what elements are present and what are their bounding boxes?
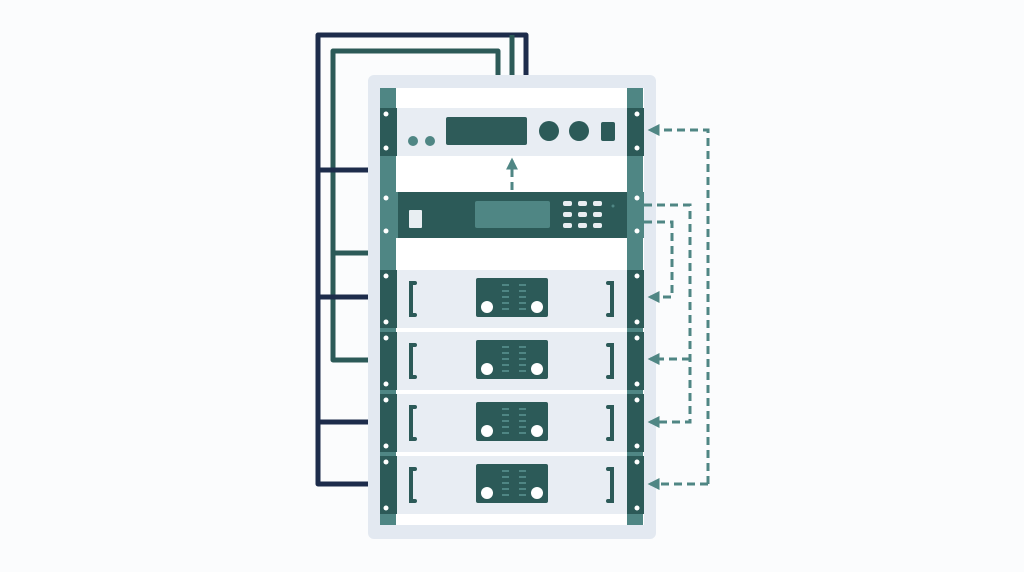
level-meter-segment bbox=[502, 420, 509, 422]
level-meter-segment bbox=[519, 476, 526, 478]
level-meter-segment bbox=[519, 284, 526, 286]
cable-navy-outer bbox=[315, 32, 529, 487]
signal-line-inner bbox=[644, 220, 674, 303]
led-icon bbox=[425, 136, 435, 146]
mount-ear-left bbox=[380, 108, 397, 156]
level-meter-segment bbox=[519, 296, 526, 298]
meter-panel bbox=[476, 278, 548, 317]
level-meter-segment bbox=[519, 488, 526, 490]
level-meter-segment bbox=[502, 426, 509, 428]
meter-panel bbox=[476, 340, 548, 379]
amplifier-stack bbox=[380, 270, 644, 514]
level-meter-segment bbox=[519, 408, 526, 410]
mount-ear-right bbox=[627, 332, 644, 390]
level-meter-segment bbox=[519, 482, 526, 484]
meter-panel bbox=[476, 402, 548, 441]
indicator-square bbox=[409, 210, 422, 228]
handle-right[interactable] bbox=[606, 281, 614, 317]
level-meter-segment bbox=[519, 352, 526, 354]
level-meter-segment bbox=[502, 284, 509, 286]
display-screen bbox=[475, 201, 550, 228]
level-meter-segment bbox=[519, 426, 526, 428]
signal-loop-outer-top bbox=[647, 124, 710, 484]
knob-icon[interactable] bbox=[481, 425, 493, 437]
level-meter-segment bbox=[502, 476, 509, 478]
level-meter-segment bbox=[519, 432, 526, 434]
keypad[interactable] bbox=[563, 201, 602, 228]
knob-icon[interactable] bbox=[531, 363, 543, 375]
knob-icon[interactable] bbox=[531, 301, 543, 313]
knob-icon[interactable] bbox=[481, 363, 493, 375]
level-meter-segment bbox=[502, 302, 509, 304]
amplifier-unit[interactable] bbox=[380, 394, 644, 452]
level-meter-segment bbox=[502, 494, 509, 496]
level-meter-segment bbox=[502, 488, 509, 490]
level-meter-segment bbox=[519, 308, 526, 310]
level-meter-segment bbox=[502, 470, 509, 472]
mount-ear-left bbox=[380, 332, 397, 390]
handle-left[interactable] bbox=[409, 343, 417, 379]
mount-ear-right bbox=[627, 394, 644, 452]
signal-lines bbox=[506, 124, 710, 490]
level-meter-segment bbox=[519, 414, 526, 416]
handle-left[interactable] bbox=[409, 467, 417, 503]
level-meter-segment bbox=[519, 494, 526, 496]
level-meter-segment bbox=[502, 290, 509, 292]
level-meter-segment bbox=[502, 408, 509, 410]
amplifier-unit[interactable] bbox=[380, 456, 644, 514]
level-meter-segment bbox=[519, 346, 526, 348]
level-meter-segment bbox=[502, 364, 509, 366]
knob-icon[interactable] bbox=[481, 301, 493, 313]
knob-icon[interactable] bbox=[569, 121, 589, 141]
level-meter-segment bbox=[519, 302, 526, 304]
level-meter-segment bbox=[502, 346, 509, 348]
cable-teal-inner bbox=[330, 48, 501, 363]
handle-right[interactable] bbox=[606, 343, 614, 379]
level-meter-segment bbox=[519, 370, 526, 372]
meter-panel bbox=[476, 464, 548, 503]
level-meter-segment bbox=[502, 358, 509, 360]
mount-ear-left bbox=[380, 394, 397, 452]
level-meter-segment bbox=[502, 296, 509, 298]
level-meter-segment bbox=[519, 470, 526, 472]
knob-icon[interactable] bbox=[531, 487, 543, 499]
level-meter-segment bbox=[519, 290, 526, 292]
mount-ear-right bbox=[627, 270, 644, 328]
level-meter-segment bbox=[519, 358, 526, 360]
level-meter-segment bbox=[502, 308, 509, 310]
mount-ear-right bbox=[627, 108, 644, 156]
level-meter-segment bbox=[502, 414, 509, 416]
led-icon bbox=[408, 136, 418, 146]
handle-right[interactable] bbox=[606, 405, 614, 441]
level-meter-segment bbox=[502, 370, 509, 372]
processor-unit[interactable] bbox=[380, 192, 644, 238]
level-meter-segment bbox=[519, 420, 526, 422]
amplifier-unit[interactable] bbox=[380, 332, 644, 390]
level-meter-segment bbox=[502, 432, 509, 434]
level-meter-segment bbox=[502, 482, 509, 484]
mount-ear-left bbox=[380, 270, 397, 328]
power-switch[interactable] bbox=[601, 122, 615, 141]
mount-ear-left bbox=[380, 456, 397, 514]
handle-left[interactable] bbox=[409, 405, 417, 441]
amplifier-unit[interactable] bbox=[380, 270, 644, 328]
controller-unit[interactable] bbox=[380, 108, 644, 156]
knob-icon[interactable] bbox=[539, 121, 559, 141]
mount-ear-right bbox=[627, 456, 644, 514]
knob-icon[interactable] bbox=[531, 425, 543, 437]
knob-icon[interactable] bbox=[481, 487, 493, 499]
level-meter-segment bbox=[519, 364, 526, 366]
display-screen bbox=[446, 117, 527, 145]
level-meter-segment bbox=[502, 352, 509, 354]
handle-right[interactable] bbox=[606, 467, 614, 503]
handle-left[interactable] bbox=[409, 281, 417, 317]
